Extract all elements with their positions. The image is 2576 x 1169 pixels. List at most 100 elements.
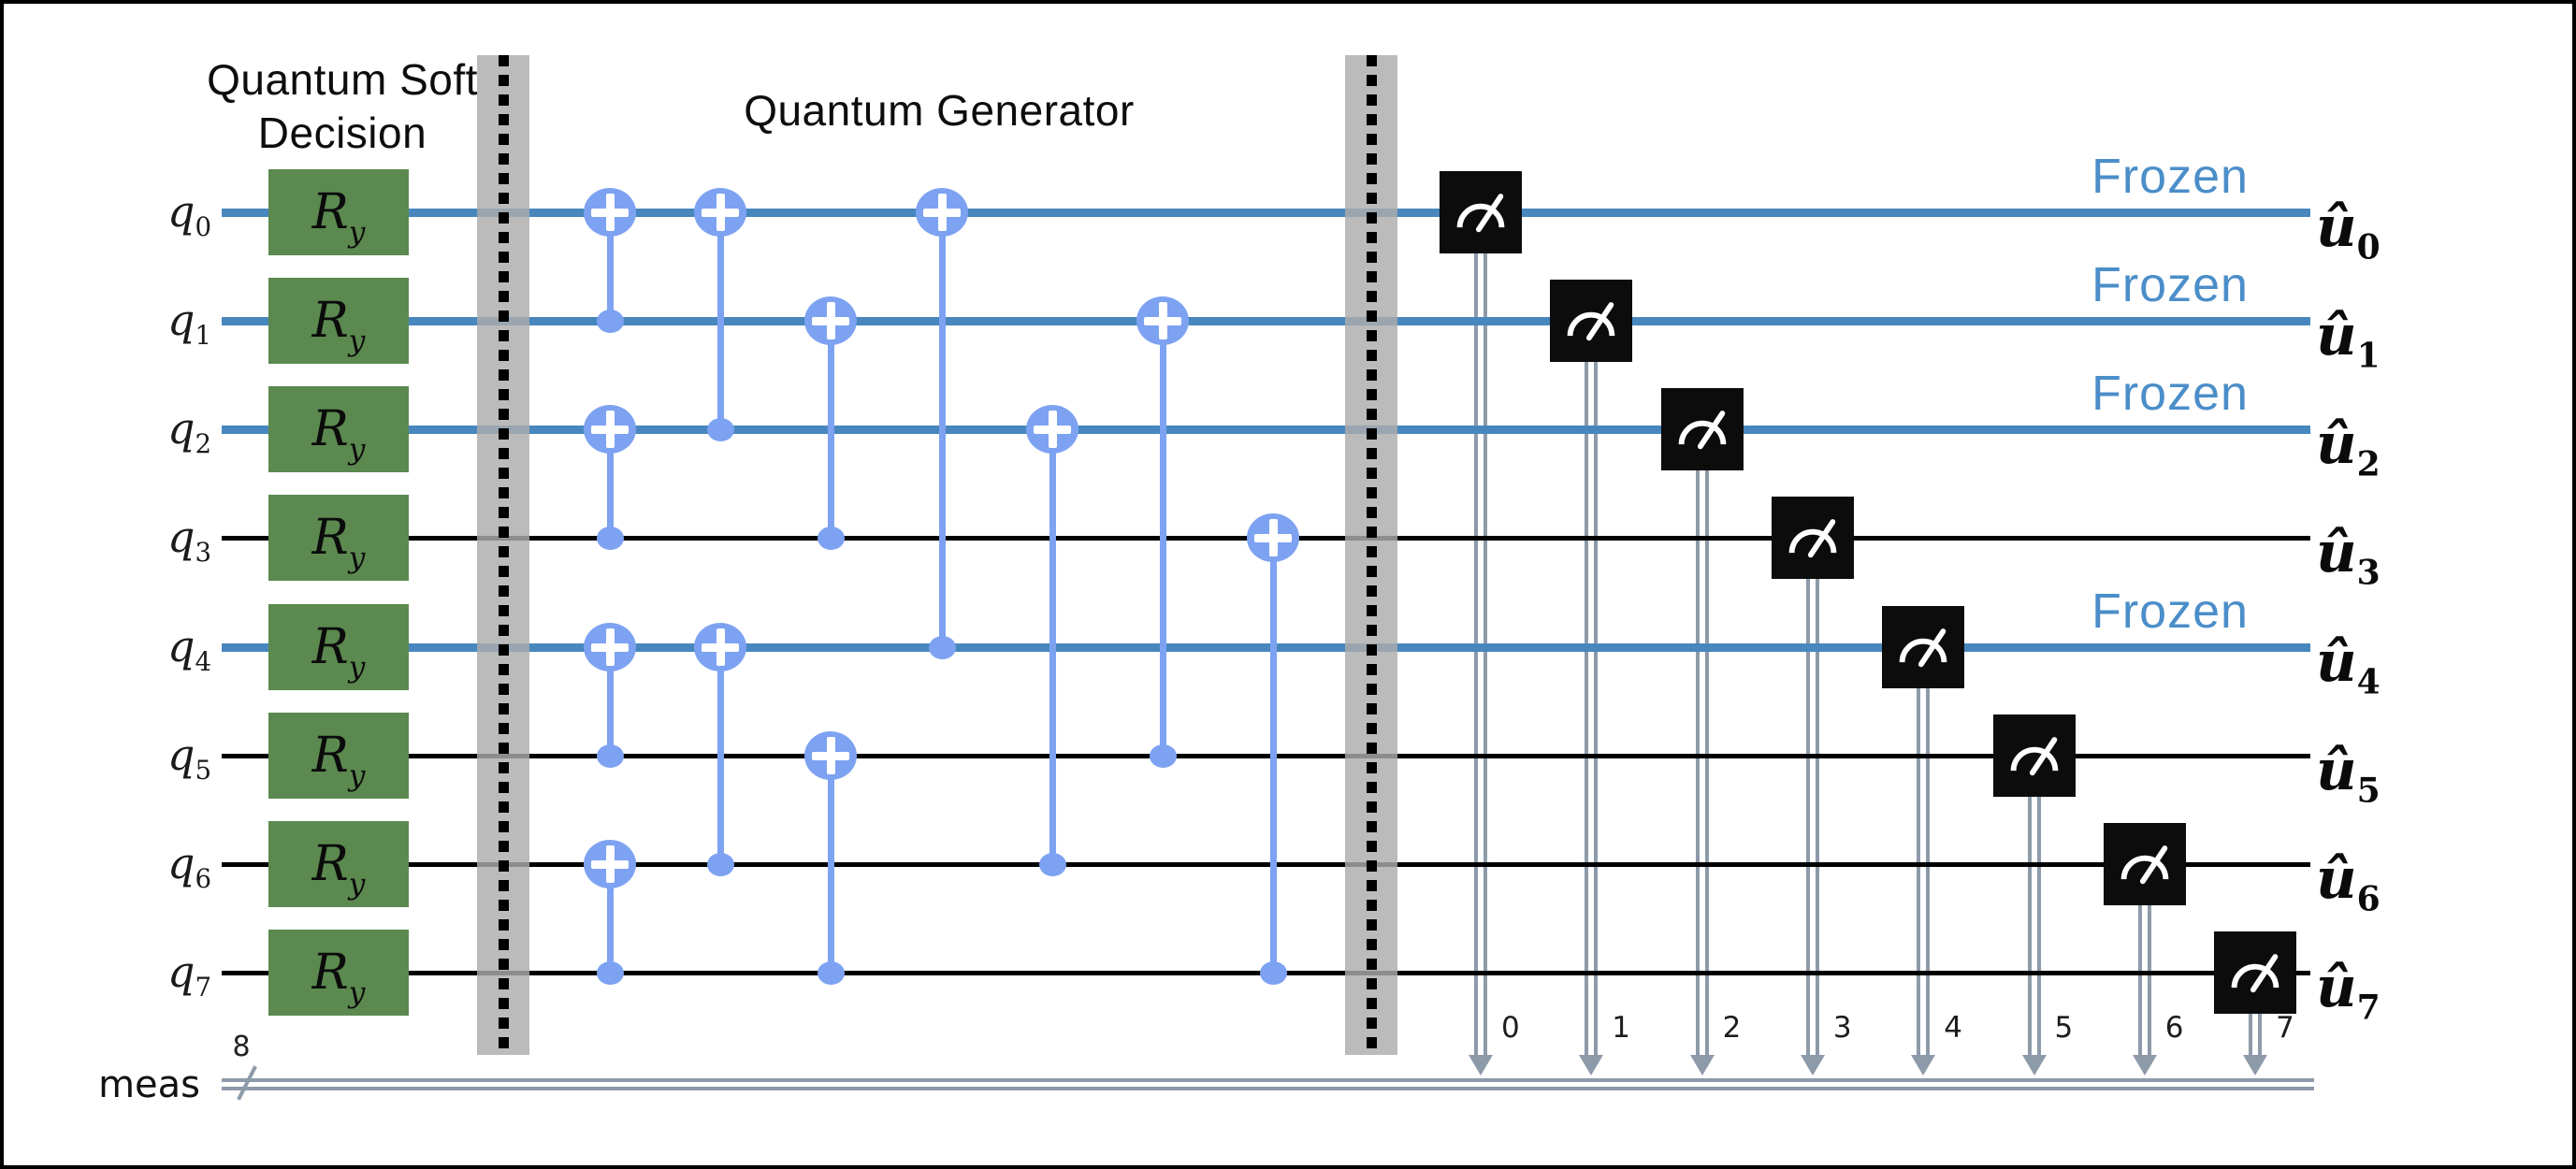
output-label-sub: 6 — [2356, 879, 2381, 919]
classical-arrow-q0 — [1469, 1055, 1493, 1075]
classical-register-label: meas — [98, 1063, 200, 1106]
cnot-target-2 — [584, 623, 636, 671]
classical-drop-q0-1 — [1483, 250, 1487, 1055]
ry-gate-label: Ry — [268, 278, 409, 364]
qubit-label-q4: q4 — [45, 617, 211, 677]
qubit-label-base: q — [166, 729, 195, 780]
qubit-label-sub: 7 — [195, 971, 211, 1003]
measure-box-q5 — [1992, 714, 2076, 797]
cnot-connector-10 — [1159, 321, 1166, 756]
measure-box-q2 — [1660, 388, 1744, 470]
measure-gauge-icon — [1678, 411, 1726, 450]
cnot-target-5 — [694, 623, 746, 671]
output-label-sub: 1 — [2356, 336, 2381, 376]
measure-gauge-icon — [2010, 737, 2058, 776]
qubit-wire-q2 — [222, 425, 2310, 434]
cnot-connector-7 — [827, 756, 834, 973]
cnot-control-dot-11 — [1259, 960, 1287, 985]
qubit-label-base: q — [166, 403, 195, 454]
output-label-u7: û7 — [2316, 948, 2522, 1027]
output-label-sub: 4 — [2356, 662, 2381, 702]
qubit-label-base: q — [166, 295, 195, 345]
frozen-label-text: Frozen — [2091, 150, 2249, 204]
ry-label-base: R — [311, 401, 349, 457]
output-label-sub: 3 — [2356, 553, 2381, 593]
cnot-control-dot-3 — [596, 960, 624, 985]
clbit-index-label-7: 7 — [2276, 1012, 2317, 1044]
clbit-index-label-2: 2 — [1723, 1012, 1764, 1044]
cnot-control-dot-2 — [596, 743, 624, 768]
classical-drop-q2-0 — [1695, 467, 1700, 1055]
cnot-target-3 — [584, 840, 636, 888]
clbit-index-value: 7 — [2276, 1011, 2294, 1045]
output-label-sub: 5 — [2356, 771, 2381, 811]
qubit-label-base: q — [166, 621, 195, 671]
clbit-index-label-1: 1 — [1612, 1012, 1653, 1044]
cnot-control-dot-6 — [817, 526, 845, 550]
ry-label-base: R — [311, 510, 349, 566]
ry-label-sub: y — [348, 975, 366, 1010]
cnot-target-6 — [804, 296, 857, 345]
qubit-label-q7: q7 — [45, 943, 211, 1003]
classical-drop-q7-0 — [2249, 1010, 2253, 1055]
qubit-label-q6: q6 — [45, 834, 211, 894]
barrier-dashed-line-1 — [1366, 55, 1377, 1055]
classical-drop-q4-1 — [1926, 685, 1931, 1055]
frozen-label-q0: Frozen — [2030, 151, 2310, 203]
cnot-connector-8 — [938, 212, 946, 647]
clbit-index-value: 5 — [2054, 1011, 2074, 1045]
output-label-sub: 0 — [2356, 227, 2381, 267]
qubit-wire-q4 — [222, 642, 2310, 652]
clbit-index-value: 6 — [2164, 1011, 2184, 1045]
cnot-target-11 — [1247, 513, 1299, 562]
measure-gauge-icon — [2231, 954, 2279, 993]
clbit-index-label-3: 3 — [1833, 1012, 1874, 1044]
qubit-label-q1: q1 — [45, 291, 211, 351]
qubit-label-sub: 4 — [195, 645, 211, 677]
output-label-u6: û6 — [2316, 840, 2522, 918]
cnot-plus-icon — [826, 302, 835, 339]
frozen-label-q4: Frozen — [2030, 585, 2310, 638]
classical-arrow-q6 — [2132, 1055, 2157, 1075]
title-quantum-soft-decision-line1: Quantum Soft — [207, 55, 478, 104]
cnot-connector-5 — [716, 647, 724, 864]
ry-gate-label: Ry — [268, 495, 409, 581]
classical-drop-q4-0 — [1917, 685, 1921, 1055]
cnot-connector-2 — [606, 647, 614, 756]
ry-gate-q1: Ry — [268, 278, 409, 364]
cnot-plus-icon — [716, 194, 725, 231]
clbit-index-label-0: 0 — [1501, 1012, 1542, 1044]
cnot-target-10 — [1136, 296, 1189, 345]
cnot-connector-1 — [606, 429, 614, 538]
output-label-u4: û4 — [2316, 623, 2522, 701]
ry-label-sub: y — [348, 432, 366, 467]
title-quantum-soft-decision: Quantum Soft Decision — [62, 53, 623, 160]
ry-label-base: R — [311, 184, 349, 240]
cnot-plus-icon — [716, 628, 725, 666]
cnot-connector-6 — [827, 321, 834, 538]
ry-gate-label: Ry — [268, 713, 409, 799]
classical-drop-q3-1 — [1815, 575, 1819, 1055]
cnot-plus-icon — [937, 194, 947, 231]
frozen-label-text: Frozen — [2091, 584, 2249, 639]
cnot-plus-icon — [1268, 519, 1278, 556]
classical-drop-q5-0 — [2027, 793, 2032, 1055]
clbit-index-value: 4 — [1944, 1011, 1962, 1045]
cnot-control-dot-1 — [596, 526, 624, 550]
measure-gauge-icon — [1456, 194, 1505, 233]
clbit-index-label-6: 6 — [2165, 1012, 2207, 1044]
ry-gate-label: Ry — [268, 604, 409, 690]
classical-drop-q6-1 — [2147, 902, 2151, 1055]
cnot-plus-icon — [1158, 302, 1167, 339]
cnot-plus-icon — [1048, 411, 1057, 448]
clbit-index-value: 3 — [1832, 1011, 1852, 1045]
qubit-wire-q0 — [222, 208, 2310, 217]
cnot-control-dot-8 — [928, 635, 956, 659]
ry-gate-q0: Ry — [268, 169, 409, 255]
output-label-u1: û1 — [2316, 296, 2522, 375]
qubit-label-q3: q3 — [45, 508, 211, 568]
clbit-index-value: 0 — [1501, 1011, 1520, 1045]
qubit-label-q5: q5 — [45, 726, 211, 786]
frozen-label-text: Frozen — [2091, 367, 2249, 421]
